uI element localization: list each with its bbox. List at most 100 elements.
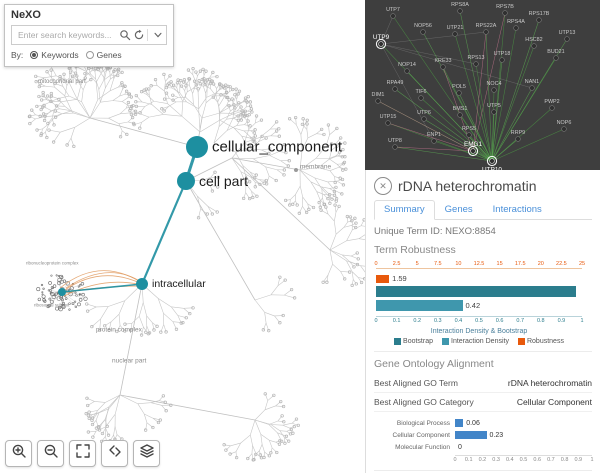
gene-node[interactable] <box>529 85 535 91</box>
radio-keywords-control[interactable] <box>30 51 39 59</box>
gene-node[interactable] <box>385 120 391 126</box>
interaction-edge <box>61 275 143 293</box>
tab-genes[interactable]: Genes <box>444 204 473 215</box>
term-detail-panel: ✕ rDNA heterochromatin Summary Genes Int… <box>365 170 600 473</box>
gene-node-label: NOC4 <box>487 81 502 87</box>
gene-node[interactable] <box>457 8 463 14</box>
zoom-in-button[interactable] <box>5 440 32 467</box>
layers-button[interactable] <box>133 440 160 467</box>
go-score-value: 0.06 <box>466 419 480 427</box>
network-edge <box>491 27 517 162</box>
go-category-label: Molecular Function <box>395 443 450 451</box>
gene-node[interactable] <box>499 57 505 63</box>
go-score-value: 0.23 <box>489 431 504 439</box>
ontology-tree-canvas[interactable] <box>0 0 365 473</box>
gene-node[interactable] <box>392 86 398 92</box>
gene-node[interactable] <box>491 87 497 93</box>
gene-node[interactable] <box>515 136 521 142</box>
gene-node-label: NOP14 <box>398 62 416 68</box>
search-panel: NeXO <box>4 4 174 67</box>
legend-item: Interaction Density <box>442 338 509 345</box>
gene-node[interactable] <box>456 90 462 96</box>
tab-summary[interactable]: Summary <box>374 200 435 220</box>
gene-node[interactable] <box>431 138 437 144</box>
section-biological-process: Biological Process <box>374 470 592 473</box>
ontology-node-intracellular[interactable] <box>136 278 148 290</box>
gene-node[interactable] <box>561 126 567 132</box>
tab-interactions[interactable]: Interactions <box>492 204 542 215</box>
robustness-bar-row: 0.42 <box>376 300 582 311</box>
network-edge <box>394 146 474 152</box>
network-edge <box>459 10 493 162</box>
alignment-label: Best Aligned GO Term <box>374 378 458 388</box>
gene-node-label: UTP5 <box>487 103 501 109</box>
gene-node[interactable] <box>549 105 555 111</box>
gene-node[interactable] <box>421 116 427 122</box>
fit-selection-icon <box>107 443 123 464</box>
go-category-label: Cellular Component <box>392 431 450 439</box>
close-icon[interactable]: ✕ <box>374 177 392 195</box>
gene-node[interactable] <box>473 61 479 67</box>
network-edge <box>472 31 487 152</box>
gene-node[interactable] <box>513 25 519 31</box>
go-score-bar <box>455 419 464 427</box>
gene-node[interactable] <box>564 36 570 42</box>
search-mode-row: By: Keywords Genes <box>11 50 167 60</box>
ontology-node-cluster[interactable] <box>58 288 66 296</box>
gene-node[interactable] <box>420 29 426 35</box>
gene-node-label: RPS22A <box>476 23 497 29</box>
gene-node[interactable] <box>440 64 446 70</box>
radio-genes-control[interactable] <box>85 51 94 59</box>
gene-node[interactable] <box>553 55 559 61</box>
gene-node[interactable] <box>466 132 472 138</box>
ontology-node-cell-part[interactable] <box>177 172 195 190</box>
network-edge <box>377 100 474 152</box>
gene-node[interactable] <box>378 41 384 47</box>
gene-node-label: RPS17B <box>529 11 550 17</box>
radio-genes-label: Genes <box>96 50 122 60</box>
fit-selection-button[interactable] <box>101 440 128 467</box>
gene-node[interactable] <box>531 43 537 49</box>
gene-node[interactable] <box>470 148 476 154</box>
gene-node-label: UTP21 <box>447 25 464 31</box>
gene-node[interactable] <box>483 29 489 35</box>
gene-node[interactable] <box>457 112 463 118</box>
collapse-icon[interactable] <box>151 29 164 42</box>
gene-node-label: POL5 <box>452 84 466 90</box>
gene-node[interactable] <box>392 144 398 150</box>
gene-node[interactable] <box>390 13 396 19</box>
gene-node-label: EMG1 <box>464 141 483 148</box>
gene-node-label: UTP10 <box>482 167 502 171</box>
search-icon[interactable] <box>118 29 131 42</box>
gene-node[interactable] <box>502 10 508 16</box>
reset-icon[interactable] <box>132 29 145 42</box>
gene-node-label: BUD21 <box>547 49 564 55</box>
interaction-density-bar <box>376 300 463 311</box>
gene-node-label: RPA49 <box>387 80 404 86</box>
radio-keywords[interactable]: Keywords <box>30 50 79 60</box>
network-edge <box>394 146 493 162</box>
alignment-row: Best Aligned GO Term rDNA heterochromati… <box>374 374 592 393</box>
gene-node[interactable] <box>418 95 424 101</box>
network-edge <box>380 43 477 65</box>
radio-genes[interactable]: Genes <box>85 50 122 60</box>
gene-node-label: PWP2 <box>544 99 559 105</box>
network-edge <box>468 134 493 162</box>
gene-node[interactable] <box>491 109 497 115</box>
selected-ring <box>467 145 479 157</box>
fit-screen-button[interactable] <box>69 440 96 467</box>
gene-node[interactable] <box>489 158 495 164</box>
go-category-label: Biological Process <box>396 419 450 427</box>
gene-node[interactable] <box>452 31 458 37</box>
search-input[interactable] <box>16 29 117 41</box>
gene-node[interactable] <box>536 17 542 23</box>
gene-node[interactable] <box>375 98 381 104</box>
robustness-bar-row <box>376 286 582 297</box>
ontology-node-cellular-component[interactable] <box>186 136 208 158</box>
network-edge <box>491 45 535 162</box>
zoom-out-button[interactable] <box>37 440 64 467</box>
selected-ring <box>486 155 498 167</box>
gene-node[interactable] <box>404 68 410 74</box>
